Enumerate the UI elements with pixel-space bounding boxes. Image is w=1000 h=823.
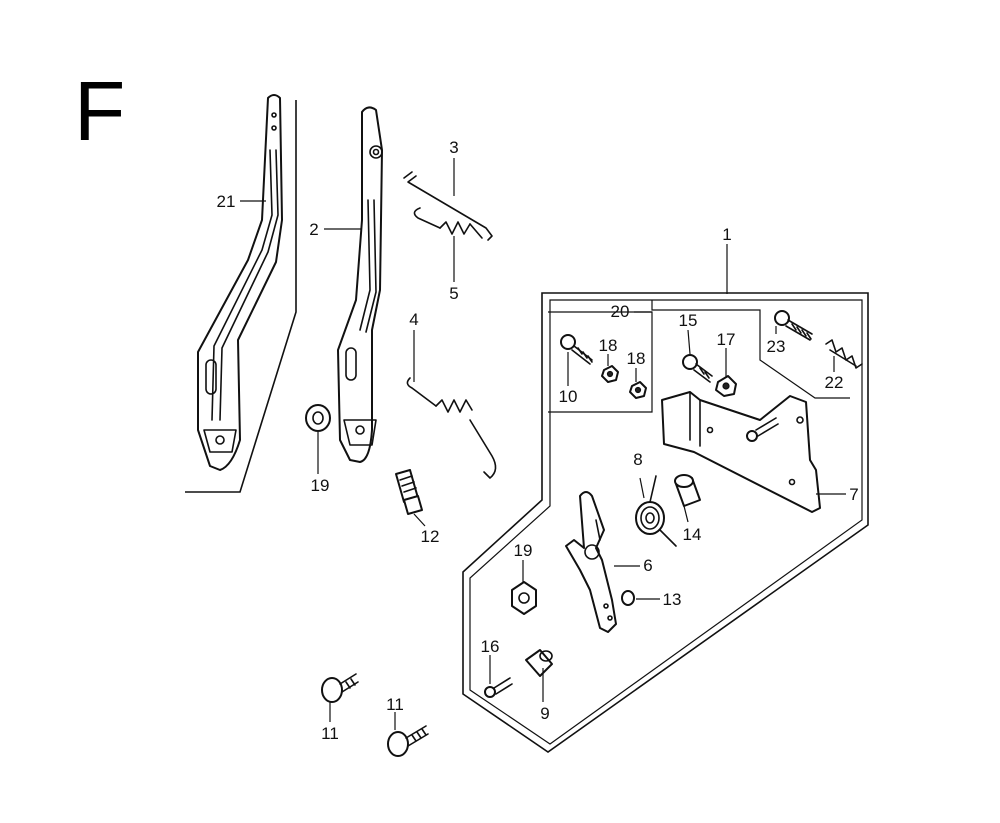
assembly-border <box>462 292 869 753</box>
spring-part-22 <box>825 339 863 369</box>
spring-rod-part-4 <box>406 377 497 479</box>
collar-part-19-left <box>305 404 331 432</box>
callout-12: 12 <box>421 527 440 546</box>
nut-part-18-b <box>629 381 647 399</box>
bolt-part-11-b <box>387 725 429 757</box>
arm-part-21 <box>197 94 283 471</box>
callout-17: 17 <box>717 330 736 349</box>
bolt-part-15 <box>682 354 713 383</box>
callout-labels: 1 2 3 4 5 6 7 8 9 10 11 11 12 13 14 15 1… <box>217 138 859 743</box>
callout-1: 1 <box>722 225 731 244</box>
bolt-part-12 <box>395 469 423 515</box>
callout-15: 15 <box>679 311 698 330</box>
callout-2: 2 <box>309 220 318 239</box>
callout-21: 21 <box>217 192 236 211</box>
callout-5: 5 <box>449 284 458 303</box>
callout-6: 6 <box>643 556 652 575</box>
callout-3: 3 <box>449 138 458 157</box>
callout-4: 4 <box>409 310 418 329</box>
spring-part-5 <box>413 207 483 239</box>
callout-10: 10 <box>559 387 578 406</box>
callout-18a: 18 <box>599 336 618 355</box>
leader-lines <box>240 158 846 730</box>
bolt-part-11-a <box>321 673 359 703</box>
callout-11a: 11 <box>321 724 339 743</box>
sleeve-part-14 <box>674 474 701 507</box>
spring-part-8 <box>635 475 677 547</box>
coupling-part-9 <box>525 649 553 677</box>
callout-13: 13 <box>663 590 682 609</box>
bracket-part-7 <box>661 391 821 513</box>
callout-14: 14 <box>683 525 702 544</box>
bolt-part-16 <box>484 677 513 698</box>
washer-part-13 <box>621 590 635 606</box>
lever-part-2 <box>337 106 383 463</box>
callout-19a: 19 <box>311 476 330 495</box>
callout-11b: 11 <box>386 695 404 714</box>
rod-part-3 <box>403 171 493 241</box>
callout-19b: 19 <box>514 541 533 560</box>
callout-22: 22 <box>825 373 844 392</box>
callout-16: 16 <box>481 637 500 656</box>
nut-part-17 <box>715 375 737 397</box>
bolt-part-23 <box>774 310 813 341</box>
callout-23: 23 <box>767 337 786 356</box>
callout-9: 9 <box>540 704 549 723</box>
frame-line <box>185 100 297 493</box>
arm-part-6 <box>565 491 617 633</box>
nut-part-19-inner <box>511 581 537 615</box>
callout-7: 7 <box>849 485 858 504</box>
callout-8: 8 <box>633 450 642 469</box>
nut-part-18-a <box>601 365 619 383</box>
callout-20: 20 <box>611 302 630 321</box>
callout-18b: 18 <box>627 349 646 368</box>
section-letter: F <box>74 64 125 158</box>
bolt-part-10 <box>560 334 593 365</box>
